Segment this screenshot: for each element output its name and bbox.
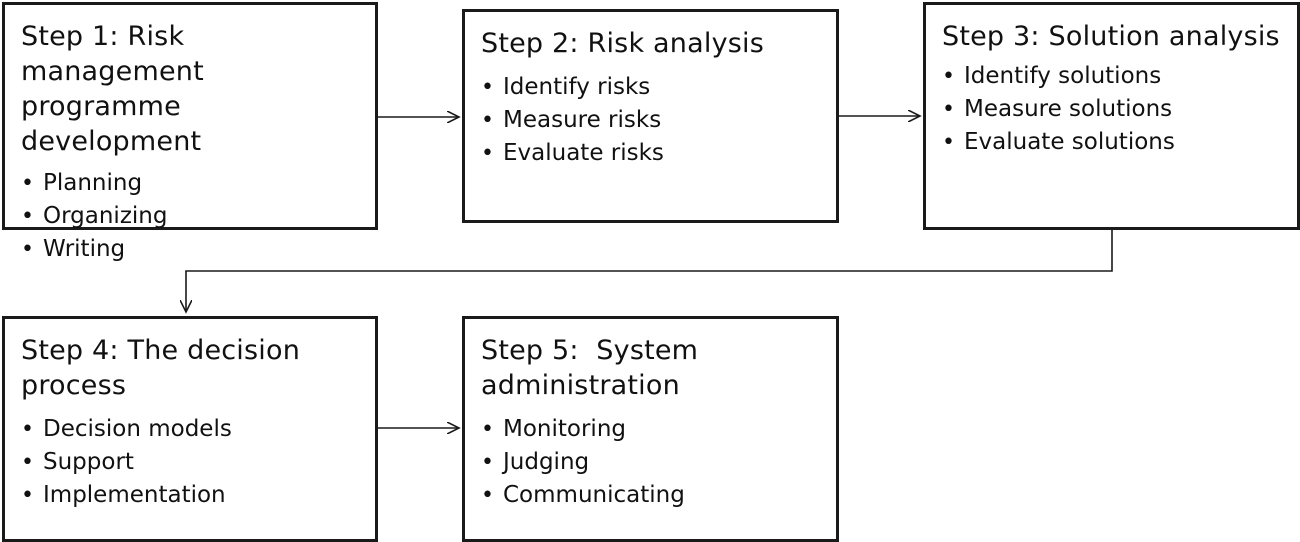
step-3-list: • Identify solutions • Measure solutions •…: [942, 60, 1283, 159]
step-2-title: Step 2: Risk analysis: [481, 28, 764, 59]
bullet-icon: •: [21, 450, 34, 475]
list-item-label: Evaluate solutions: [964, 129, 1175, 155]
bullet-icon: •: [481, 483, 494, 508]
list-item: • Planning: [21, 167, 361, 200]
step-2-box: Step 2: Risk analysis • Identify risks • M…: [462, 9, 839, 223]
bullet-icon: •: [942, 97, 955, 122]
list-item-label: Support: [43, 449, 134, 475]
bullet-icon: •: [21, 171, 34, 196]
list-item: • Identify solutions: [942, 60, 1283, 93]
list-item: • Judging: [481, 446, 822, 479]
list-item: • Measure risks: [481, 104, 822, 137]
step-3-title: Step 3: Solution analysis: [942, 21, 1280, 52]
list-item-label: Communicating: [503, 482, 685, 508]
step-1-title: Step 1: Risk management programme develo…: [21, 21, 213, 157]
step-3-box: Step 3: Solution analysis • Identify solu…: [923, 2, 1300, 230]
step-5-box: Step 5: System administration • Monitorin…: [462, 316, 839, 542]
list-item: • Organizing: [21, 200, 361, 233]
list-item: • Monitoring: [481, 413, 822, 446]
bullet-icon: •: [481, 141, 494, 166]
list-item-label: Measure solutions: [964, 96, 1173, 122]
bullet-icon: •: [481, 450, 494, 475]
bullet-icon: •: [21, 417, 34, 442]
step-4-title: Step 4: The decision process: [21, 335, 309, 401]
list-item-label: Identify solutions: [964, 63, 1162, 89]
step-4-list: • Decision models • Support • Implementatio…: [21, 413, 361, 512]
bullet-icon: •: [481, 108, 494, 133]
bullet-icon: •: [481, 75, 494, 100]
bullet-icon: •: [942, 130, 955, 155]
list-item: • Communicating: [481, 479, 822, 512]
list-item-label: Monitoring: [503, 416, 626, 442]
list-item: • Evaluate solutions: [942, 126, 1283, 159]
step-1-list: • Planning • Organizing • Writing: [21, 167, 361, 266]
bullet-icon: •: [942, 64, 955, 89]
step-5-title: Step 5: System administration: [481, 335, 707, 401]
list-item-label: Measure risks: [503, 107, 662, 133]
step-4-box: Step 4: The decision process • Decision m…: [2, 316, 378, 542]
bullet-icon: •: [21, 237, 34, 262]
list-item-label: Identify risks: [503, 74, 651, 100]
list-item: • Evaluate risks: [481, 137, 822, 170]
list-item-label: Implementation: [43, 482, 226, 508]
list-item: • Measure solutions: [942, 93, 1283, 126]
step-5-list: • Monitoring • Judging • Communicating: [481, 413, 822, 512]
bullet-icon: •: [481, 417, 494, 442]
step-2-list: • Identify risks • Measure risks • Evaluate…: [481, 71, 822, 170]
list-item-label: Planning: [43, 170, 143, 196]
list-item-label: Decision models: [43, 416, 232, 442]
list-item: • Support: [21, 446, 361, 479]
list-item-label: Evaluate risks: [503, 140, 664, 166]
step-1-box: Step 1: Risk management programme develo…: [2, 2, 378, 262]
list-item: • Implementation: [21, 479, 361, 512]
bullet-icon: •: [21, 204, 34, 229]
list-item: • Writing: [21, 233, 361, 266]
list-item-label: Judging: [503, 449, 590, 475]
list-item-label: Organizing: [43, 203, 168, 229]
list-item: • Decision models: [21, 413, 361, 446]
list-item-label: Writing: [43, 236, 126, 262]
bullet-icon: •: [21, 483, 34, 508]
list-item: • Identify risks: [481, 71, 822, 104]
